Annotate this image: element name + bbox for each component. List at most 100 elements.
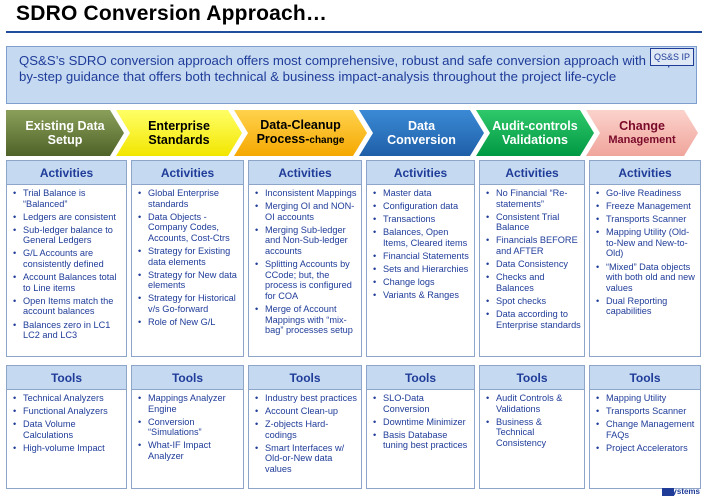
list-item: Business & Technical Consistency: [485, 417, 582, 449]
activities-list: Go-live ReadinessFreeze ManagementTransp…: [595, 188, 698, 317]
list-item: Freeze Management: [595, 201, 698, 212]
tools-list: Audit Controls & ValidationsBusiness & T…: [485, 393, 582, 448]
list-item: Transports Scanner: [595, 406, 698, 417]
page-title: SDRO Conversion Approach…: [16, 2, 328, 25]
list-item: Spot checks: [485, 296, 582, 307]
activities-panel-change-management: Activities Go-live ReadinessFreeze Manag…: [589, 160, 701, 357]
tools-list: SLO-Data ConversionDowntime MinimizerBas…: [372, 393, 472, 451]
phase-chevron-data-cleanup: Data-Cleanup Process-change: [234, 110, 367, 156]
activities-heading: Activities: [249, 161, 361, 185]
activities-list: Trial Balance is “Balanced”Ledgers are c…: [12, 188, 124, 341]
list-item: Inconsistent Mappings: [254, 188, 359, 199]
list-item: Technical Analyzers: [12, 393, 124, 404]
phase-label-line1: Audit-controls: [492, 119, 578, 133]
phase-chevron-audit-controls: Audit-controls Validations: [476, 110, 594, 156]
tools-list: Mapping UtilityTransports ScannerChange …: [595, 393, 698, 453]
list-item: Trial Balance is “Balanced”: [12, 188, 124, 209]
activities-heading: Activities: [7, 161, 126, 185]
tools-heading: Tools: [480, 366, 584, 390]
phase-label-line2: Conversion: [387, 133, 456, 147]
activities-panel-audit-controls: Activities No Financial “Re-statements” C…: [479, 160, 585, 357]
list-item: Configuration data: [372, 201, 472, 212]
list-item: Consistent Trial Balance: [485, 212, 582, 233]
phase-label-line1: Existing Data: [25, 119, 105, 133]
list-item: Data according to Enterprise standards: [485, 309, 582, 330]
list-item: Change Management FAQs: [595, 419, 698, 440]
list-item: Merging Sub-ledger and Non-Sub-ledger ac…: [254, 225, 359, 257]
activities-panel-data-conversion: Activities Master dataConfiguration data…: [366, 160, 475, 357]
list-item: High-volume Impact: [12, 443, 124, 454]
list-item: Open Items match the account balances: [12, 296, 124, 317]
list-item: Mappings Analyzer Engine: [137, 393, 241, 414]
company-logo-icon: [662, 488, 674, 496]
list-item: Audit Controls & Validations: [485, 393, 582, 414]
phase-label-line2: Setup: [47, 133, 83, 147]
list-item: Project Accelerators: [595, 443, 698, 454]
intro-banner: QS&S’s SDRO conversion approach offers m…: [6, 46, 697, 104]
phase-chevron-enterprise-standards: Enterprise Standards: [116, 110, 242, 156]
list-item: Go-live Readiness: [595, 188, 698, 199]
list-item: Mapping Utility (Old-to-New and New-to-O…: [595, 227, 698, 259]
list-item: Sub-ledger balance to General Ledgers: [12, 225, 124, 246]
list-item: Z-objects Hard-codings: [254, 419, 359, 440]
phase-chevron-data-conversion: Data Conversion: [359, 110, 484, 156]
phase-label-line2: Validations: [502, 133, 568, 147]
activities-heading: Activities: [590, 161, 700, 185]
tools-panel-enterprise-standards: Tools Mappings Analyzer EngineConversion…: [131, 365, 244, 489]
list-item: Account Balances total to Line items: [12, 272, 124, 293]
list-item: Variants & Ranges: [372, 290, 472, 301]
activities-heading: Activities: [132, 161, 243, 185]
list-item: Merging OI and NON-OI accounts: [254, 201, 359, 222]
activities-panel-data-cleanup: Activities Inconsistent MappingsMerging …: [248, 160, 362, 357]
tools-heading: Tools: [132, 366, 243, 390]
tools-heading: Tools: [367, 366, 474, 390]
list-item: Master data: [372, 188, 472, 199]
phase-label-line2: Management: [608, 134, 676, 146]
activities-list: No Financial “Re-statements” Consistent T…: [485, 188, 582, 330]
activities-panel-enterprise-standards: Activities Global Enterprise standardsDa…: [131, 160, 244, 357]
phase-chevron-row: Existing Data Setup Enterprise Standards…: [6, 110, 706, 156]
list-item: Transactions: [372, 214, 472, 225]
activities-heading: Activities: [480, 161, 584, 185]
list-item: Data Volume Calculations: [12, 419, 124, 440]
activities-list: Inconsistent MappingsMerging OI and NON-…: [254, 188, 359, 336]
list-item: Strategy for Existing data elements: [137, 246, 241, 267]
list-item: Account Clean-up: [254, 406, 359, 417]
list-item: What-IF Impact Analyzer: [137, 440, 241, 461]
list-item: No Financial “Re-statements”: [485, 188, 582, 209]
list-item: Change logs: [372, 277, 472, 288]
title-divider: [6, 31, 702, 33]
list-item: Downtime Minimizer: [372, 417, 472, 428]
activities-list: Global Enterprise standardsData Objects …: [137, 188, 241, 328]
activities-list: Master dataConfiguration dataTransaction…: [372, 188, 472, 301]
activities-panel-existing-data: Activities Trial Balance is “Balanced”Le…: [6, 160, 127, 357]
list-item: G/L Accounts are consistently defined: [12, 248, 124, 269]
list-item: Splitting Accounts by CCode; but, the pr…: [254, 259, 359, 301]
phase-label-line2: Standards: [148, 133, 210, 147]
list-item: Basis Database tuning best practices: [372, 430, 472, 451]
tools-list: Industry best practicesAccount Clean-upZ…: [254, 393, 359, 475]
tools-heading: Tools: [249, 366, 361, 390]
list-item: Conversion “Simulations”: [137, 417, 241, 438]
company-logo-text: Systems: [667, 487, 700, 496]
tools-panel-change-management: Tools Mapping UtilityTransports ScannerC…: [589, 365, 701, 489]
tools-list: Mappings Analyzer EngineConversion “Simu…: [137, 393, 241, 462]
list-item: Sets and Hierarchies: [372, 264, 472, 275]
intro-text: QS&S’s SDRO conversion approach offers m…: [19, 53, 679, 84]
list-item: Data Consistency: [485, 259, 582, 270]
phase-label-line1: Data-Cleanup: [260, 118, 341, 132]
list-item: Functional Analyzers: [12, 406, 124, 417]
list-item: Dual Reporting capabilities: [595, 296, 698, 317]
list-item: Role of New G/L: [137, 317, 241, 328]
list-item: SLO-Data Conversion: [372, 393, 472, 414]
ip-tag: QS&S IP: [649, 48, 694, 66]
phase-label-line1: Change: [619, 119, 665, 133]
phase-label-line2-main: Process-: [256, 132, 310, 146]
list-item: Global Enterprise standards: [137, 188, 241, 209]
phase-label-line2: Process-change: [257, 132, 345, 148]
list-item: Financials BEFORE and AFTER: [485, 235, 582, 256]
list-item: Industry best practices: [254, 393, 359, 404]
list-item: Mapping Utility: [595, 393, 698, 404]
phase-label-line1: Data: [407, 119, 436, 133]
list-item: Balances, Open Items, Cleared items: [372, 227, 472, 248]
